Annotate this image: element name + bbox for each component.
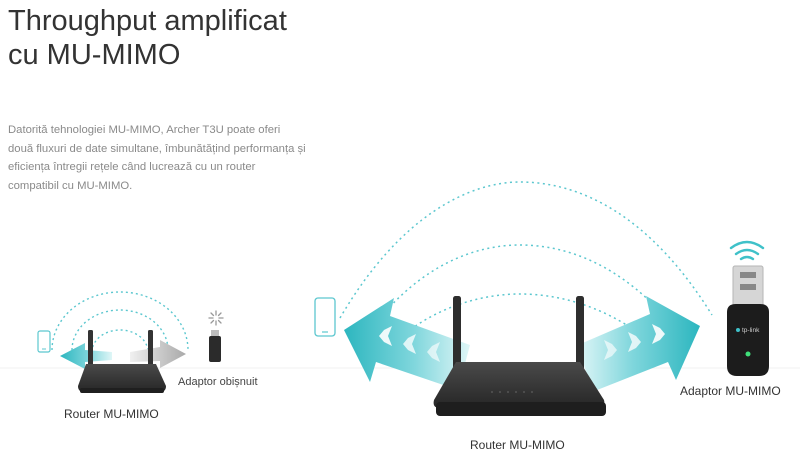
ordinary-adapter bbox=[209, 330, 221, 362]
router-right-label: Router MU-MIMO bbox=[470, 438, 565, 452]
router-left-label: Router MU-MIMO bbox=[64, 407, 159, 421]
mu-mimo-adapter-label: Adaptor MU-MIMO bbox=[680, 384, 781, 398]
feature-description: Datorită tehnologiei MU-MIMO, Archer T3U… bbox=[8, 124, 306, 192]
right-scene: tp-link bbox=[314, 181, 769, 416]
signal-arc-outer bbox=[339, 181, 713, 319]
phone-icon bbox=[314, 297, 336, 337]
right-teal-arrow-left bbox=[344, 298, 470, 390]
phone-icon bbox=[37, 330, 51, 353]
router-left bbox=[78, 330, 166, 393]
loading-icon bbox=[208, 310, 224, 326]
right-teal-arrow-right bbox=[578, 296, 700, 392]
signal-arc-middle bbox=[71, 309, 169, 351]
adapter-brand-logo: tp-link bbox=[742, 327, 760, 334]
signal-arc-inner bbox=[401, 293, 641, 337]
wifi-icon bbox=[729, 240, 765, 261]
ordinary-adapter-label: Adaptor obișnuit bbox=[178, 376, 258, 388]
mu-mimo-adapter: tp-link bbox=[727, 265, 769, 376]
page-title: Throughput amplificat cu MU-MIMO bbox=[8, 5, 287, 71]
signal-arc-middle bbox=[371, 244, 673, 329]
left-gray-arrow bbox=[130, 340, 186, 368]
signal-arc-outer bbox=[51, 291, 189, 351]
signal-arc-inner bbox=[91, 329, 149, 353]
router-right bbox=[433, 296, 606, 416]
left-teal-arrow bbox=[60, 343, 112, 369]
left-scene bbox=[37, 291, 224, 393]
